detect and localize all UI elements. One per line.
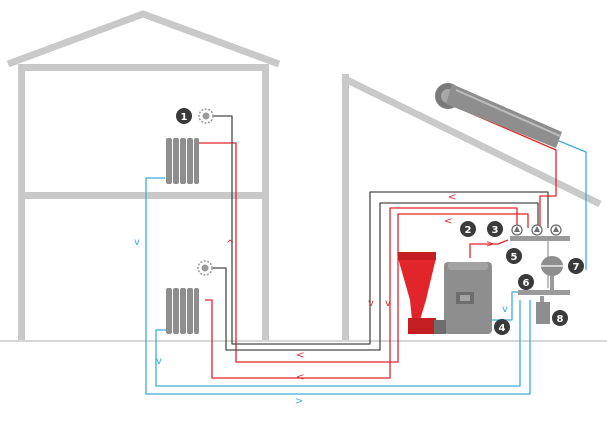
right-building [341, 74, 602, 340]
expansion-vessel-icon [541, 256, 563, 290]
pipe-boiler-supply [469, 239, 509, 258]
thermostat-icon [198, 108, 214, 124]
pipe-thermostat-upper [212, 115, 549, 345]
radiator-icon [166, 138, 199, 184]
flow-arrow-cold-down-left: v [134, 237, 140, 248]
svg-text:6: 6 [523, 278, 530, 289]
right-building-wall [342, 74, 349, 340]
callout-5: 5 [506, 248, 522, 264]
callout-4: 4 [494, 319, 510, 335]
svg-text:8: 8 [557, 314, 564, 325]
flow-arrow-hot-bottom-2: < [296, 372, 304, 383]
callout-6: 6 [518, 274, 534, 290]
left-house-right-wall [262, 64, 269, 340]
thermostat-icon [197, 260, 213, 276]
pump-group [510, 224, 570, 241]
pipework [145, 93, 587, 395]
svg-text:5: 5 [511, 252, 518, 263]
flow-arrow-hot-down-1: v [368, 298, 374, 309]
callout-7: 7 [568, 258, 584, 274]
pipe-lower-radiator-return [155, 300, 521, 387]
pipe-solar-red [439, 99, 557, 228]
flow-arrow-cold-right: > [295, 396, 303, 407]
left-house-attic-floor [18, 64, 268, 71]
pump-icon [550, 224, 562, 236]
buffer-tank-icon [536, 296, 550, 324]
flow-arrow-hot-top-left-2: < [444, 216, 452, 227]
left-house-mid-floor [18, 192, 269, 199]
flow-arrow-hot-right: > [486, 239, 494, 250]
flow-arrow-cold-down-boiler: v [502, 304, 508, 315]
svg-text:1: 1 [181, 112, 188, 123]
pump-icon [511, 224, 523, 236]
flow-arrow-hot-up: ^ [226, 239, 234, 250]
flow-arrows: < < > ^ v v < < v v > v [134, 192, 508, 407]
flow-arrow-hot-down-2: v [385, 298, 391, 309]
left-house-roof [6, 10, 281, 68]
building-structure [0, 10, 607, 342]
svg-text:7: 7 [573, 262, 580, 273]
right-building-roof [341, 74, 602, 208]
flow-arrow-cold-down-lower: v [156, 356, 162, 367]
pipe-dark-second [210, 202, 539, 351]
svg-text:2: 2 [465, 225, 472, 236]
pipe-upper-radiator-return [145, 177, 531, 395]
callout-3: 3 [487, 221, 503, 237]
pellet-hopper-icon [398, 252, 436, 334]
left-house-left-wall [18, 64, 25, 340]
radiator-icon [166, 288, 199, 334]
flow-arrow-hot-top-left: < [448, 192, 456, 203]
callout-2: 2 [460, 221, 476, 237]
svg-text:4: 4 [499, 323, 506, 334]
pipe-upper-radiator-hot [197, 142, 529, 363]
manifold [518, 290, 570, 295]
callout-1: 1 [176, 108, 192, 124]
pipe-lower-radiator-hot [205, 207, 518, 379]
left-house [6, 10, 281, 340]
boiler-icon [434, 262, 492, 334]
callout-8: 8 [552, 310, 568, 326]
svg-text:3: 3 [492, 225, 499, 236]
flow-arrow-hot-bottom-1: < [296, 350, 304, 361]
pump-icon [531, 224, 543, 236]
solar-collector-icon [435, 83, 562, 148]
